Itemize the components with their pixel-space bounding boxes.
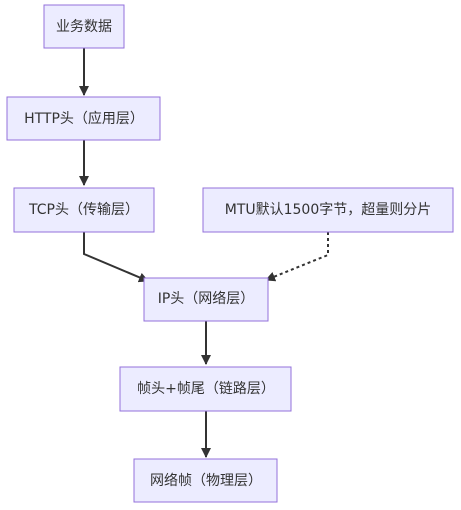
edge-tcp-header-to-ip-header xyxy=(83,232,149,283)
node-http-header-label: HTTP头（应用层） xyxy=(24,110,144,127)
node-tcp-header: TCP头（传输层） xyxy=(13,187,155,233)
node-business-data-box xyxy=(43,4,125,49)
node-mtu-note-box xyxy=(202,187,454,233)
node-network-frame-box xyxy=(133,458,278,503)
node-http-header-box xyxy=(6,96,161,141)
node-network-frame-label: 网络帧（物理层） xyxy=(150,473,262,489)
node-http-header: HTTP头（应用层） xyxy=(6,96,161,141)
node-tcp-header-label: TCP头（传输层） xyxy=(28,202,139,218)
node-business-data-label: 业务数据 xyxy=(56,19,112,35)
node-mtu-note: MTU默认1500字节，超量则分片 xyxy=(202,187,454,233)
node-frame-header-trailer-label: 帧头+帧尾（链路层） xyxy=(137,381,275,397)
node-mtu-note-label: MTU默认1500字节，超量则分片 xyxy=(225,202,432,218)
node-ip-header-label: IP头（网络层） xyxy=(158,291,255,307)
node-network-frame: 网络帧（物理层） xyxy=(133,458,278,503)
node-business-data: 业务数据 xyxy=(43,4,125,49)
node-ip-header-box xyxy=(143,277,269,322)
node-tcp-header-box xyxy=(13,187,155,233)
edges xyxy=(79,48,329,458)
edge-mtu-note-to-ip-header xyxy=(265,232,329,282)
node-frame-header-trailer-box xyxy=(119,366,292,412)
node-frame-header-trailer: 帧头+帧尾（链路层） xyxy=(119,366,292,412)
node-ip-header: IP头（网络层） xyxy=(143,277,269,322)
